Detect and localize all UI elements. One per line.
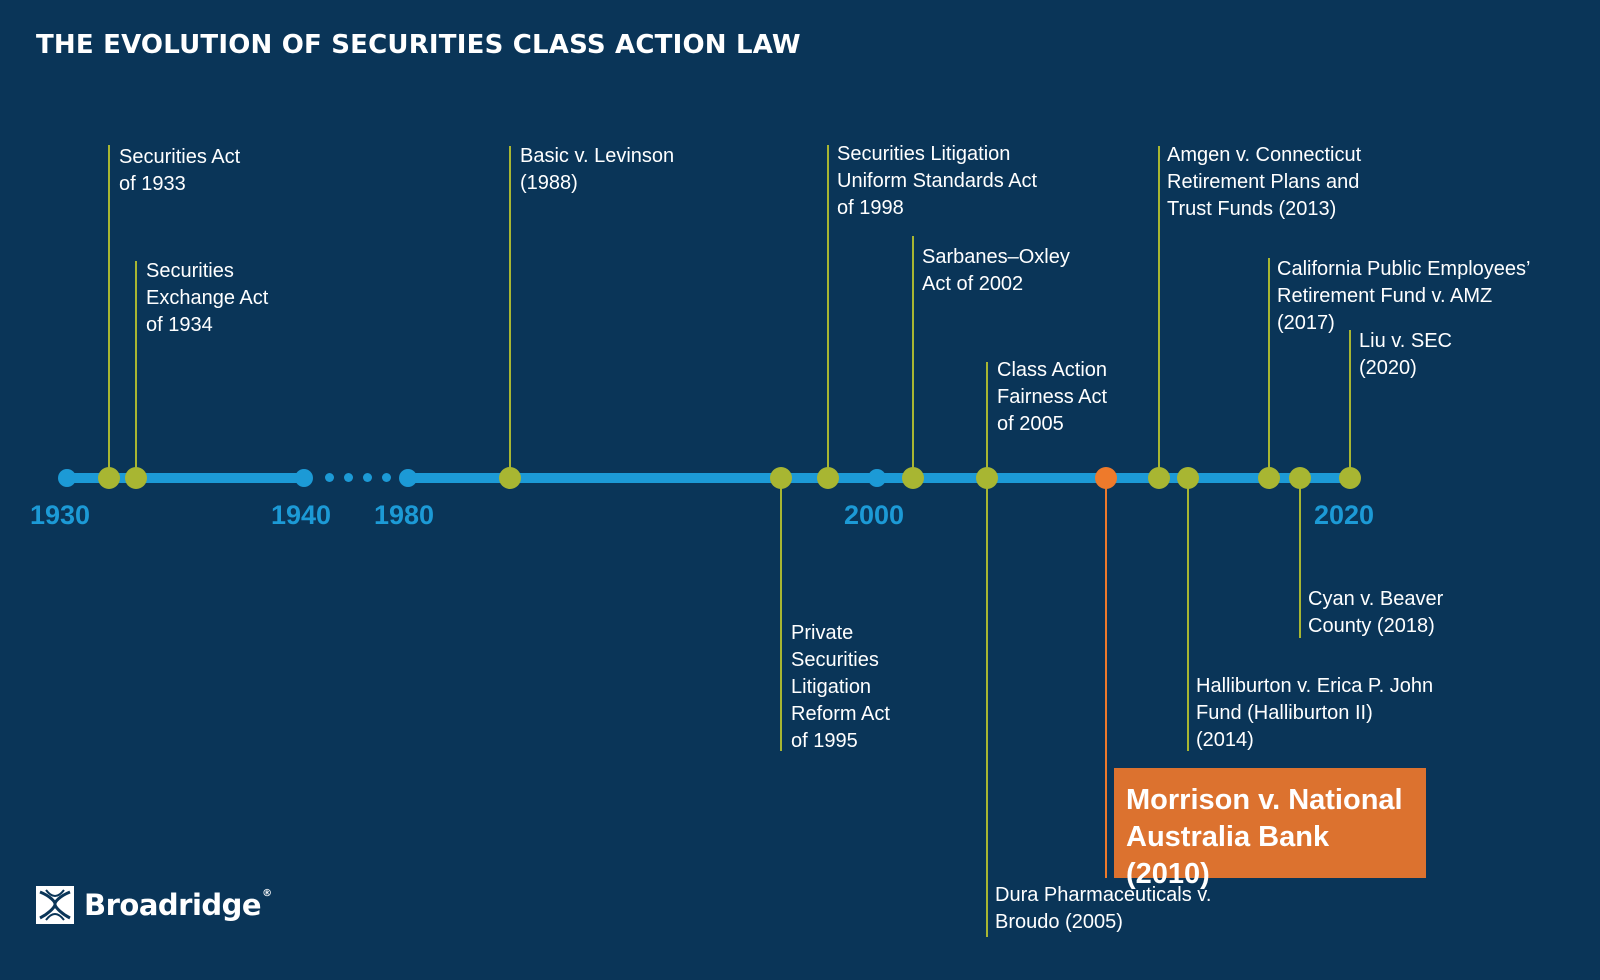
event-label-exchange-act-1934: Securities Exchange Act of 1934 bbox=[146, 260, 269, 336]
event-stem bbox=[986, 362, 988, 937]
event-label-dura-pharmaceuticals: Dura Pharmaceuticals v. Broudo (2005) bbox=[995, 884, 1212, 933]
event-stem bbox=[780, 478, 782, 751]
event-marker bbox=[98, 467, 120, 489]
broadridge-mark-icon bbox=[36, 886, 74, 924]
ellipsis-dot bbox=[382, 473, 391, 482]
event-stem bbox=[827, 145, 829, 478]
event-label-basic-v-levinson: Basic v. Levinson (1988) bbox=[520, 145, 675, 194]
year-marker-1930 bbox=[58, 469, 76, 487]
event-label-amgen-2013: Amgen v. Connecticut Retirement Plans an… bbox=[1167, 144, 1362, 220]
highlight-morrison-box: Morrison v. National Australia Bank (201… bbox=[1114, 768, 1426, 890]
year-marker-2000 bbox=[868, 469, 886, 487]
event-label-halliburton-ii-2014: Halliburton v. Erica P. John Fund (Halli… bbox=[1196, 675, 1434, 751]
event-stem bbox=[108, 145, 110, 478]
event-stem bbox=[912, 236, 914, 478]
event-label-cyan-2018: Cyan v. Beaver County (2018) bbox=[1308, 588, 1444, 637]
event-stem bbox=[135, 261, 137, 478]
event-label-slusa-1998: Securities Litigation Uniform Standards … bbox=[837, 143, 1038, 219]
event-marker bbox=[976, 467, 998, 489]
event-label-sarbanes-oxley-2002: Sarbanes–Oxley Act of 2002 bbox=[922, 246, 1070, 295]
event-stem bbox=[1349, 330, 1351, 478]
page-title: THE EVOLUTION OF SECURITIES CLASS ACTION… bbox=[36, 30, 801, 60]
year-marker-1980 bbox=[399, 469, 417, 487]
event-marker bbox=[770, 467, 792, 489]
year-label-2000: 2000 bbox=[844, 500, 905, 530]
year-label-1940: 1940 bbox=[271, 500, 332, 530]
ellipsis-dot bbox=[325, 473, 334, 482]
event-marker bbox=[1258, 467, 1280, 489]
event-stem bbox=[1268, 258, 1270, 478]
event-label-liu-v-sec-2020: Liu v. SEC (2020) bbox=[1359, 330, 1452, 379]
event-marker bbox=[1148, 467, 1170, 489]
event-stem bbox=[509, 146, 511, 478]
event-label-cafa-2005: Class Action Fairness Act of 2005 bbox=[997, 359, 1108, 435]
event-marker bbox=[1177, 467, 1199, 489]
event-label-pslra-1995: Private Securities Litigation Reform Act… bbox=[791, 622, 890, 752]
event-marker bbox=[1339, 467, 1361, 489]
ellipsis-dot bbox=[344, 473, 353, 482]
event-marker bbox=[902, 467, 924, 489]
highlight-stem bbox=[1105, 478, 1107, 878]
event-label-securities-act-1933: Securities Act of 1933 bbox=[119, 146, 241, 195]
event-stem bbox=[1158, 146, 1160, 478]
event-marker bbox=[125, 467, 147, 489]
highlight-marker bbox=[1095, 467, 1117, 489]
event-marker bbox=[817, 467, 839, 489]
event-stem bbox=[1187, 478, 1189, 751]
event-marker bbox=[499, 467, 521, 489]
broadridge-logo: Broadridge® bbox=[36, 886, 272, 924]
highlight-label: Morrison v. National Australia Bank (201… bbox=[1126, 784, 1403, 890]
event-stem bbox=[1299, 478, 1301, 638]
year-marker-1940 bbox=[295, 469, 313, 487]
timeline-axis-left bbox=[66, 473, 304, 483]
year-label-1930: 1930 bbox=[30, 500, 91, 530]
year-label-1980: 1980 bbox=[374, 500, 435, 530]
year-label-2020: 2020 bbox=[1314, 500, 1375, 530]
event-label-calpers-2017: California Public Employees’ Retirement … bbox=[1277, 258, 1531, 334]
event-marker bbox=[1289, 467, 1311, 489]
ellipsis-dot bbox=[363, 473, 372, 482]
logo-wordmark: Broadridge® bbox=[84, 888, 272, 922]
